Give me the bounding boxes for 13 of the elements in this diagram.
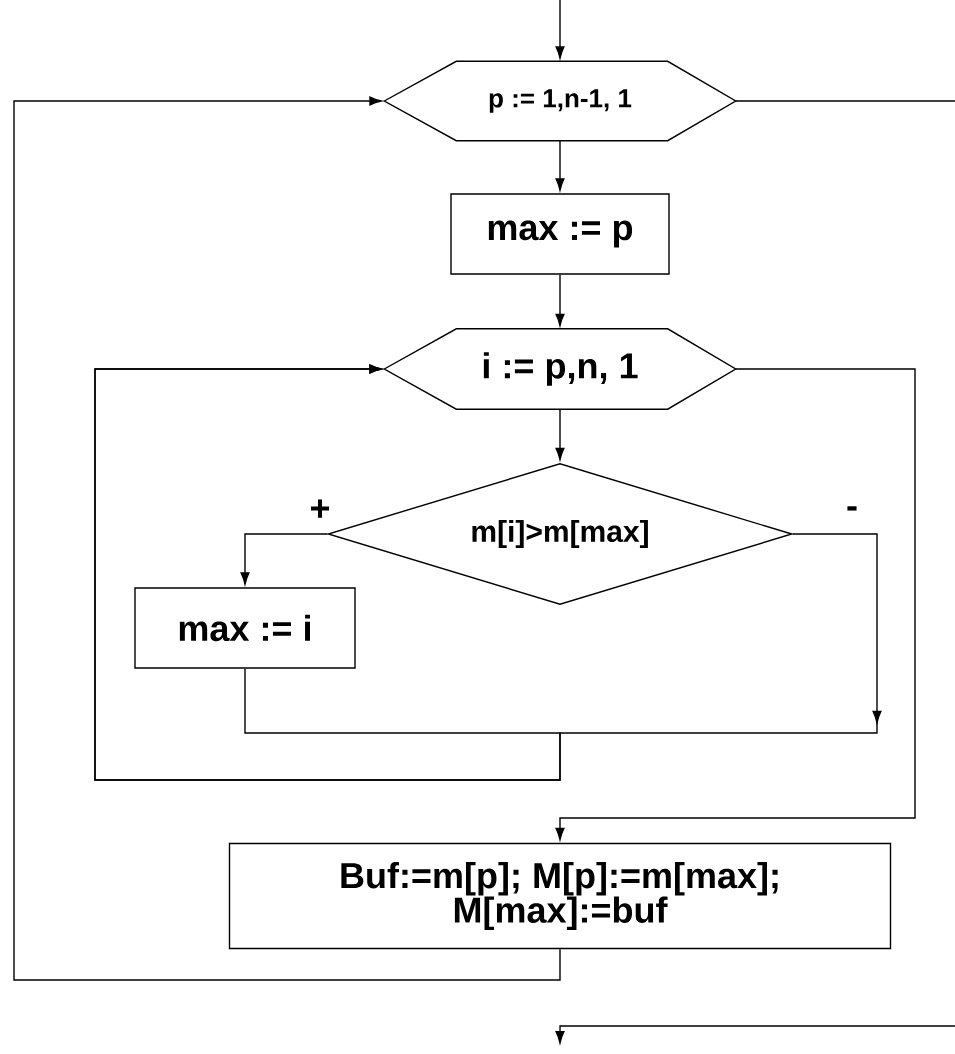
arrow	[555, 100, 955, 1044]
arrow	[240, 533, 328, 585]
process-box: Buf:=m[p]; M[p]:=m[max]; M[max]:=buf	[228, 842, 892, 950]
arrow	[555, 368, 916, 841]
arrow	[555, 140, 565, 191]
process-box: max := i	[134, 587, 356, 669]
arrow	[94, 364, 561, 781]
edge-label: -	[845, 505, 859, 519]
arrow	[555, 274, 565, 327]
arrow	[555, 408, 565, 461]
arrow	[555, 0, 565, 59]
arrow	[13, 96, 561, 981]
process-box: max := p	[450, 193, 670, 275]
